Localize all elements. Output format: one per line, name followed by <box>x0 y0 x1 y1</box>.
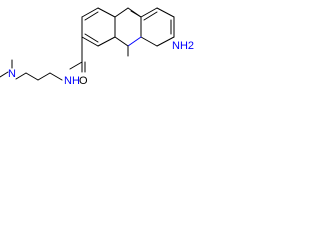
acridine-left-ring <box>140 7 175 47</box>
amino-group: NH2 <box>127 40 194 57</box>
molecule-structure: NH2 N H O N <box>0 7 194 87</box>
amine-nitrogen-label: N <box>8 68 16 80</box>
amide-nitrogen-label: N <box>64 75 72 87</box>
carbonyl-oxygen-label: O <box>79 75 88 87</box>
amino-label: NH2 <box>172 40 194 52</box>
dimethylamino-group: N <box>0 59 16 80</box>
acridine-right-ring <box>81 7 116 47</box>
alkyl-chain <box>15 72 63 81</box>
acridine-middle-ring <box>114 7 142 47</box>
carboxamide-group: N H O <box>64 36 88 87</box>
amide-hydrogen-label: H <box>72 75 80 87</box>
